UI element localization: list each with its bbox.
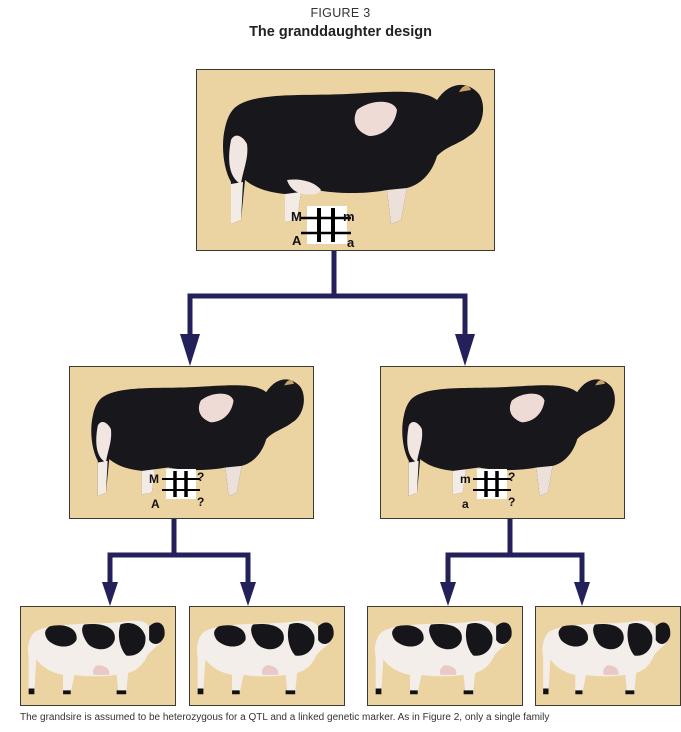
son-1-allele-bottom-right: ? <box>197 495 205 509</box>
son-1-allele-top-right: ? <box>197 470 205 484</box>
granddaughter-3-panel <box>367 606 523 706</box>
grandsire-panel: M m A a <box>196 69 495 251</box>
granddaughter-4-cow-image <box>542 620 671 695</box>
granddaughter-1-panel <box>20 606 176 706</box>
granddaughter-2-cow-image <box>196 620 334 695</box>
granddaughter-3-cow-image <box>374 620 512 695</box>
arrowhead-daughter-2 <box>240 582 256 606</box>
arrowhead-son-2 <box>455 334 475 366</box>
son-2-allele-top-left: m <box>460 472 471 486</box>
son-2-allele-top-right: ? <box>508 470 516 484</box>
granddaughter-2-panel <box>189 606 345 706</box>
son-2-panel: m ? a ? <box>380 366 625 519</box>
son-2-bull-image <box>402 379 615 497</box>
grandsire-allele-bottom-right: a <box>347 235 355 250</box>
son-1-bull-image <box>91 379 304 497</box>
figure-title: The granddaughter design <box>249 24 432 40</box>
arrowhead-daughter-3 <box>440 582 456 606</box>
arrowhead-son-1 <box>180 334 200 366</box>
grandsire-bull-image <box>223 84 484 224</box>
arrowhead-daughter-1 <box>102 582 118 606</box>
son-2-allele-bottom-right: ? <box>508 495 516 509</box>
son-1-allele-top-left: M <box>149 472 159 486</box>
son-2-chromosome-symbol <box>473 469 511 499</box>
son-1-panel: M ? A ? <box>69 366 314 519</box>
son-1-allele-bottom-left: A <box>151 497 160 511</box>
grandsire-allele-bottom-left: A <box>292 233 302 248</box>
granddaughter-4-panel <box>535 606 681 706</box>
arrowhead-daughter-4 <box>574 582 590 606</box>
pedigree-arrows <box>102 249 590 606</box>
granddaughter-1-cow-image <box>27 620 165 695</box>
grandsire-allele-top-right: m <box>343 209 355 224</box>
figure-label: FIGURE 3 <box>310 6 371 20</box>
figure-caption: The grandsire is assumed to be heterozyg… <box>20 712 550 723</box>
grandsire-chromosome-symbol <box>301 206 351 244</box>
son-1-chromosome-symbol <box>162 469 200 499</box>
son-2-allele-bottom-left: a <box>462 497 469 511</box>
grandsire-allele-top-left: M <box>291 209 302 224</box>
